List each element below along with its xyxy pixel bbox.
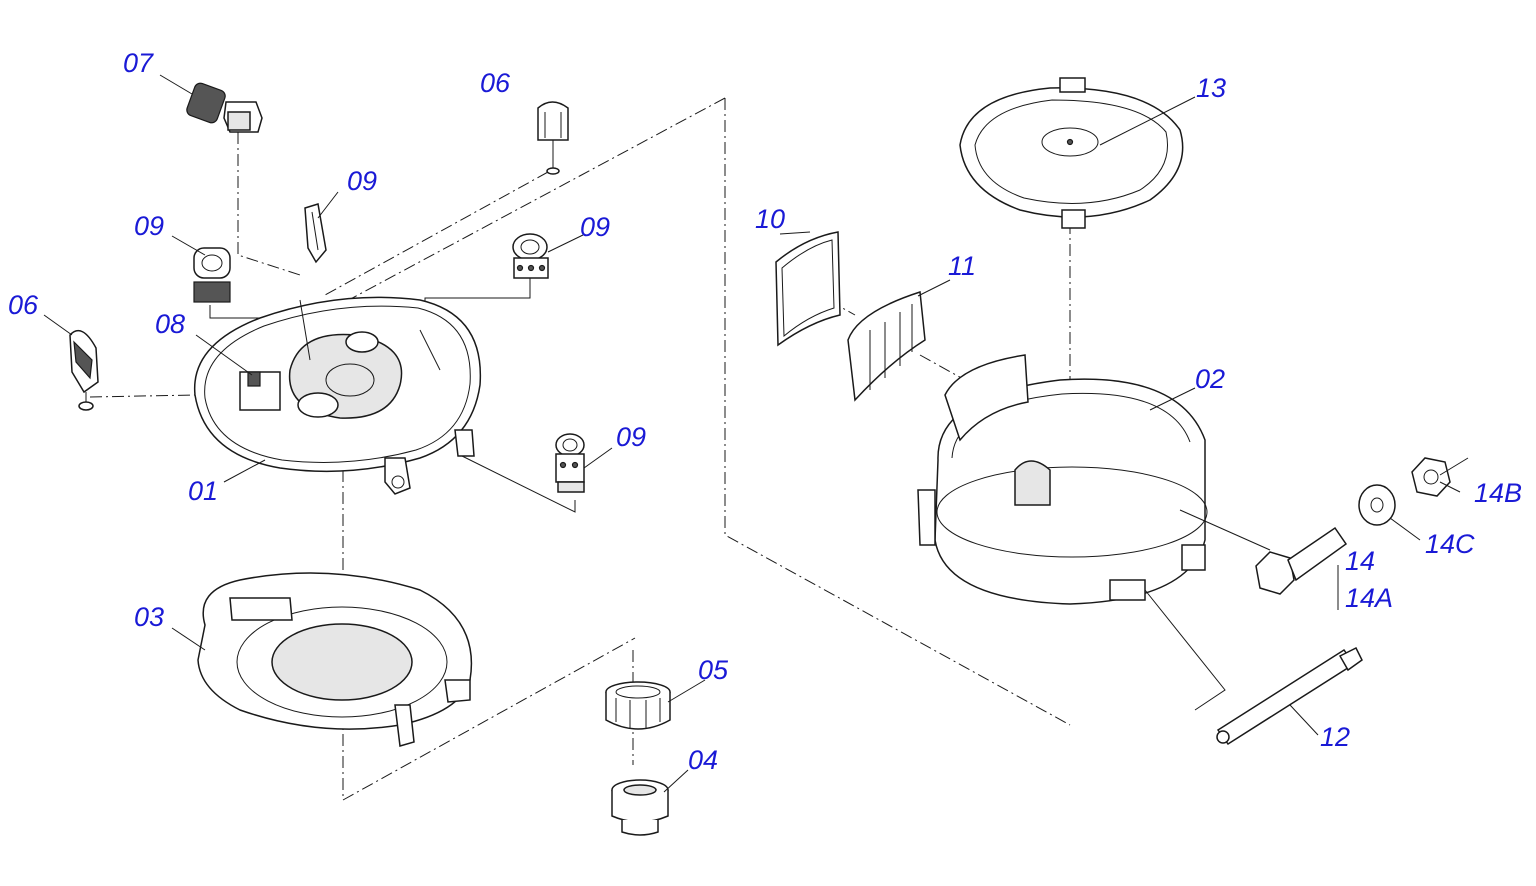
label-14a: 14A (1345, 583, 1393, 613)
label-07: 07 (123, 48, 154, 78)
label-09-lower: 09 (616, 422, 646, 452)
part-08-gear-assembly (247, 371, 261, 387)
part-05-collar (605, 681, 671, 730)
label-02: 02 (1195, 364, 1225, 394)
label-14: 14 (1345, 546, 1375, 576)
label-09-left: 09 (134, 211, 164, 241)
label-01: 01 (188, 476, 218, 506)
label-14b: 14B (1474, 478, 1522, 508)
callout-labels: 07 06 09 09 09 06 08 09 01 03 05 04 10 1… (8, 48, 1522, 775)
label-11: 11 (948, 251, 976, 281)
part-10-filter-screen (775, 231, 841, 347)
label-06-left: 06 (8, 290, 39, 320)
part-09-bracket-lower (555, 433, 585, 493)
label-09-top: 09 (347, 166, 377, 196)
part-12-rod (1216, 646, 1363, 746)
part-06-latch-left (69, 329, 99, 411)
part-07-latch (159, 74, 263, 133)
label-13: 13 (1196, 73, 1226, 103)
part-11-curved-guard (847, 291, 926, 402)
label-05: 05 (698, 655, 729, 685)
label-08: 08 (155, 309, 185, 339)
part-04-bushing (611, 779, 669, 836)
part-14c-washer (1358, 484, 1396, 526)
part-02-main-bowl (917, 354, 1208, 605)
part-06-latch-top (537, 101, 569, 175)
callout-leaders (43, 96, 1469, 793)
label-10: 10 (755, 204, 785, 234)
label-09-right: 09 (580, 212, 610, 242)
label-04: 04 (688, 745, 718, 775)
label-06-top: 06 (480, 68, 511, 98)
part-09-clip-top (304, 203, 327, 264)
part-09-bracket-left (193, 247, 231, 303)
part-01-base-housing (193, 296, 482, 495)
label-12: 12 (1320, 722, 1350, 752)
part-14b-nut (1411, 457, 1451, 497)
part-09-bracket-right (512, 233, 549, 279)
part-13-top-cover (959, 77, 1184, 229)
part-14-bolt (1255, 526, 1348, 595)
part-03-bottom-plate (197, 572, 473, 747)
label-03: 03 (134, 602, 164, 632)
label-14c: 14C (1425, 529, 1475, 559)
